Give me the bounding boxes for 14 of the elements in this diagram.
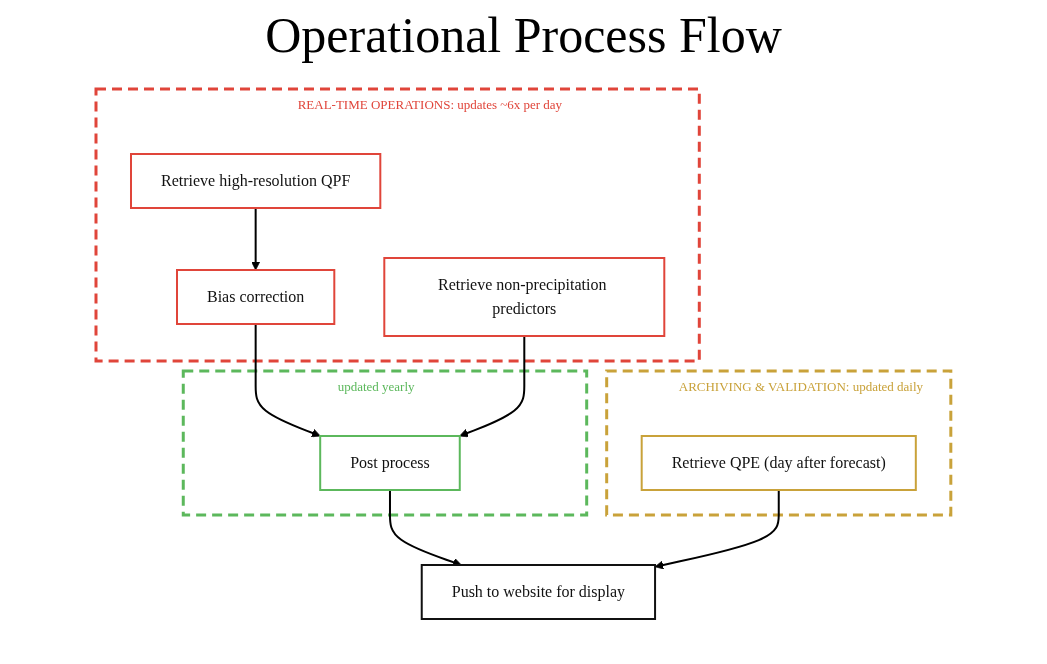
arrow bbox=[459, 335, 526, 438]
node-box: Retrieve high-resolution QPF bbox=[130, 153, 382, 209]
node-box: Post process bbox=[319, 435, 461, 491]
node-label: updated yearly bbox=[337, 379, 415, 394]
node-box: Bias correction bbox=[176, 269, 336, 325]
title: Operational Process Flow bbox=[264, 6, 783, 64]
node-box: Push to website for display bbox=[420, 564, 657, 620]
node-box: Retrieve QPE (day after forecast) bbox=[640, 435, 917, 491]
arrow bbox=[251, 207, 261, 271]
cluster bbox=[181, 369, 589, 517]
node-box: Retrieve non-precipitation predictors bbox=[383, 257, 666, 337]
arrow bbox=[654, 489, 780, 570]
arrow bbox=[254, 323, 321, 438]
arrow bbox=[389, 489, 462, 567]
